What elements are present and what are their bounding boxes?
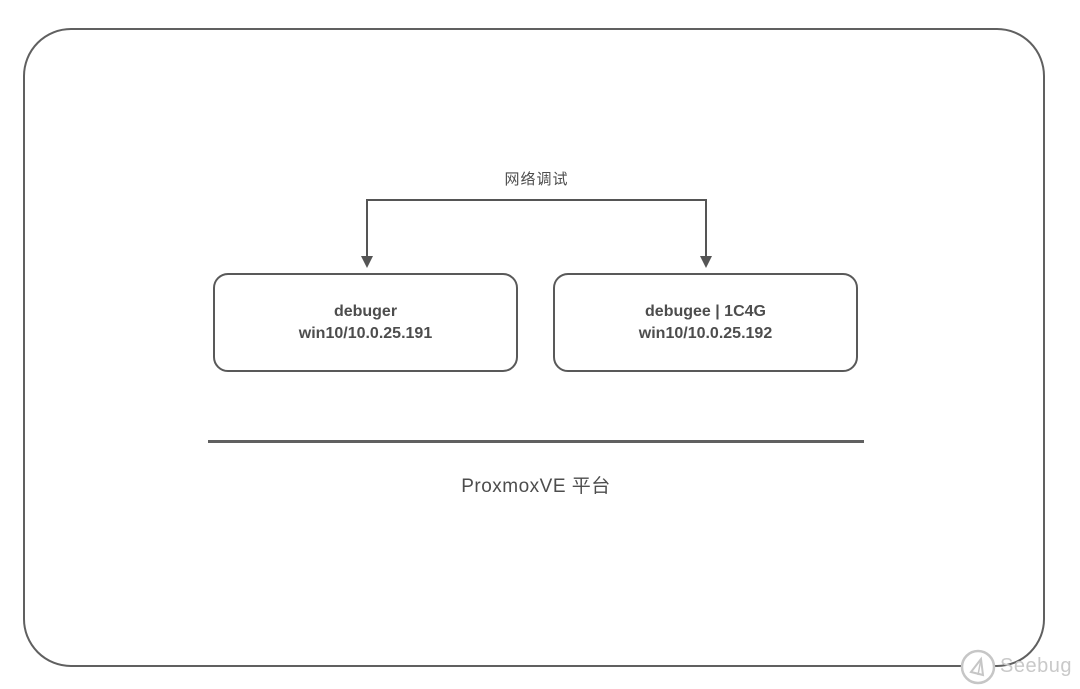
- connector-label: 网络调试: [504, 171, 569, 188]
- node-subtitle: win10/10.0.25.192: [638, 324, 773, 342]
- node-debugger: debuger win10/10.0.25.191: [213, 273, 518, 372]
- node-title: debugee | 1C4G: [645, 302, 766, 320]
- proxmox-platform-frame: [23, 28, 1045, 667]
- seebug-watermark: Seebug: [958, 644, 1080, 689]
- node-title: debuger: [333, 302, 398, 320]
- platform-divider-line: [208, 440, 864, 443]
- node-subtitle: win10/10.0.25.191: [298, 324, 433, 342]
- seebug-watermark-text: Seebug: [1000, 655, 1072, 677]
- node-debuggee: debugee | 1C4G win10/10.0.25.192: [553, 273, 858, 372]
- seebug-logo-icon: [960, 649, 996, 684]
- platform-label: ProxmoxVE 平台: [461, 476, 611, 497]
